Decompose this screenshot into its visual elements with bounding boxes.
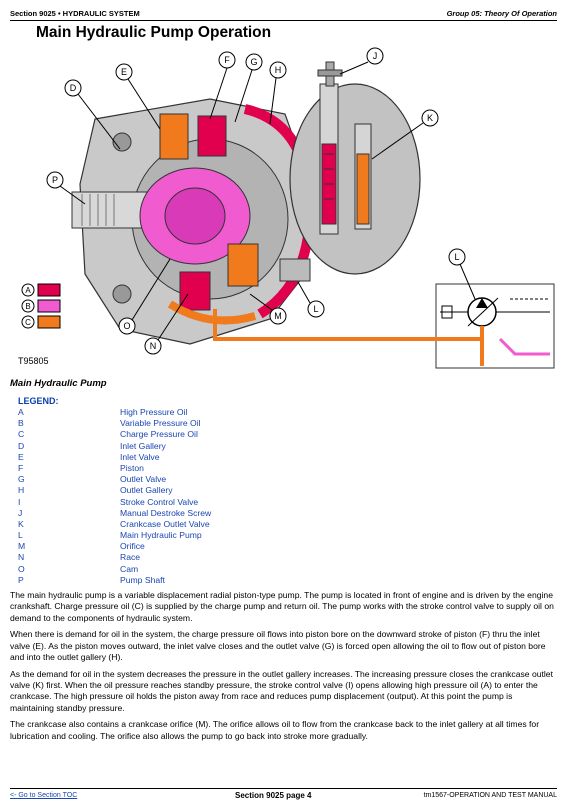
group-label: Group 05: Theory Of Operation: [446, 9, 557, 18]
pump-shaft: [71, 191, 153, 229]
hydraulic-schematic: [435, 283, 555, 369]
manual-title: tm1567-OPERATION AND TEST MANUAL: [423, 792, 557, 799]
svg-text:C: C: [25, 318, 31, 327]
svg-text:E: E: [121, 67, 127, 77]
page-header: Section 9025 • HYDRAULIC SYSTEM Group 05…: [10, 6, 557, 21]
pistons: [159, 113, 259, 311]
svg-text:K: K: [427, 113, 433, 123]
paragraph: The crankcase also contains a crankcase …: [10, 719, 540, 741]
page-title: Main Hydraulic Pump Operation: [36, 24, 272, 41]
paragraph: The main hydraulic pump is a variable di…: [10, 590, 554, 623]
figure-id: T95805: [18, 356, 49, 366]
callouts: E D F G H J K P L L M O N: [46, 47, 476, 355]
valve-block: [289, 61, 421, 275]
svg-text:L: L: [454, 252, 459, 262]
svg-text:G: G: [250, 57, 257, 67]
svg-text:F: F: [224, 55, 230, 65]
pump-illustration: A B C E D F G H J K P L L M O N T95805: [10, 44, 557, 374]
svg-text:H: H: [275, 65, 282, 75]
page-footer: <- Go to Section TOC Section 9025 page 4…: [10, 788, 557, 803]
figure-caption: Main Hydraulic Pump: [10, 378, 107, 389]
paragraph: When there is demand for oil in the syst…: [10, 629, 546, 662]
svg-text:A: A: [25, 286, 31, 295]
body-text: The main hydraulic pump is a variable di…: [10, 590, 557, 748]
section-label: Section 9025 • HYDRAULIC SYSTEM: [10, 9, 140, 18]
page-number: Section 9025 page 4: [235, 791, 312, 800]
toc-link[interactable]: <- Go to Section TOC: [10, 792, 78, 799]
legend-title: LEGEND:: [18, 396, 59, 406]
svg-text:P: P: [52, 175, 58, 185]
svg-text:O: O: [123, 321, 130, 331]
paragraph: As the demand for oil in the system decr…: [10, 668, 553, 713]
svg-text:D: D: [70, 83, 77, 93]
svg-text:B: B: [25, 302, 30, 311]
svg-text:M: M: [274, 311, 282, 321]
svg-text:N: N: [150, 341, 157, 351]
color-key: A B C: [21, 283, 61, 329]
svg-text:L: L: [313, 304, 318, 314]
pump-cutaway-diagram: A B C E D F G H J K P L L M O N T95805: [18, 47, 555, 369]
svg-text:J: J: [373, 51, 378, 61]
